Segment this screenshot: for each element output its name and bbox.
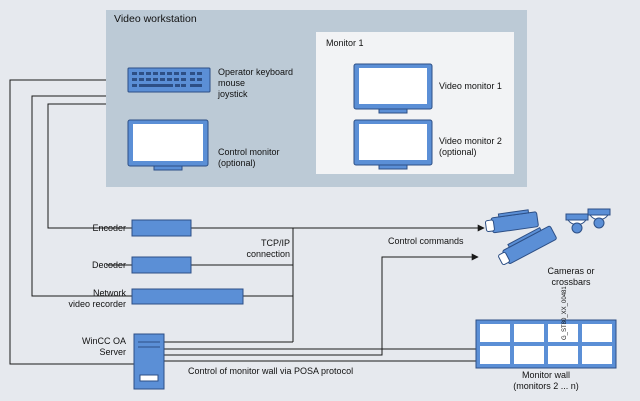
posa-label: Control of monitor wall via POSA protoco… (188, 366, 354, 376)
monitor-wall-screen (548, 324, 578, 342)
camera-icon (498, 225, 557, 266)
monitor-1-title: Monitor 1 (326, 38, 364, 48)
video-monitor-1-icon (353, 63, 433, 114)
nvr-device-icon (131, 288, 244, 305)
keyboard-label: Operator keyboard mouse joystick (218, 67, 294, 99)
tcpip-label: TCP/IP connection (246, 238, 290, 259)
decoder-label: Decoder (91, 260, 126, 270)
monitor-wall-screen (480, 346, 510, 364)
server-icon (133, 333, 165, 390)
control-monitor-label: Control monitor (optional) (218, 147, 280, 168)
cameras-label: Cameras or crossbars (547, 266, 595, 287)
monitor-wall-screen (548, 346, 578, 364)
monitor-wall-screen (514, 324, 544, 342)
monitor-wall-screen (582, 346, 612, 364)
monitor-wall-label: Monitor wall (monitors 2 ... n) (513, 370, 579, 391)
camera-icon (484, 209, 539, 234)
monitor-wall-grid (475, 319, 617, 369)
control-commands-label: Control commands (388, 236, 464, 246)
keyboard-icon (127, 67, 211, 93)
dome-camera-icon (587, 208, 611, 229)
nvr-label: Network video recorder (68, 288, 126, 309)
monitor-wall-screen (514, 346, 544, 364)
workstation-title: Video workstation (114, 13, 197, 25)
encoder-label: Encoder (92, 223, 126, 233)
figure-id: G_ST80_XX_00481 (562, 286, 568, 340)
monitor-wall-screen (582, 324, 612, 342)
dome-camera-icon (565, 213, 589, 234)
monitor-wall-screen (480, 324, 510, 342)
encoder-device-icon (131, 219, 192, 237)
control-monitor-icon (127, 119, 209, 171)
decoder-device-icon (131, 256, 192, 274)
video-monitor-2-label: Video monitor 2 (optional) (439, 136, 502, 157)
server-label: WinCC OA Server (81, 336, 126, 357)
video-monitor-2-icon (353, 119, 433, 170)
connection-lines (9, 79, 485, 365)
video-monitor-1-label: Video monitor 1 (439, 81, 502, 91)
